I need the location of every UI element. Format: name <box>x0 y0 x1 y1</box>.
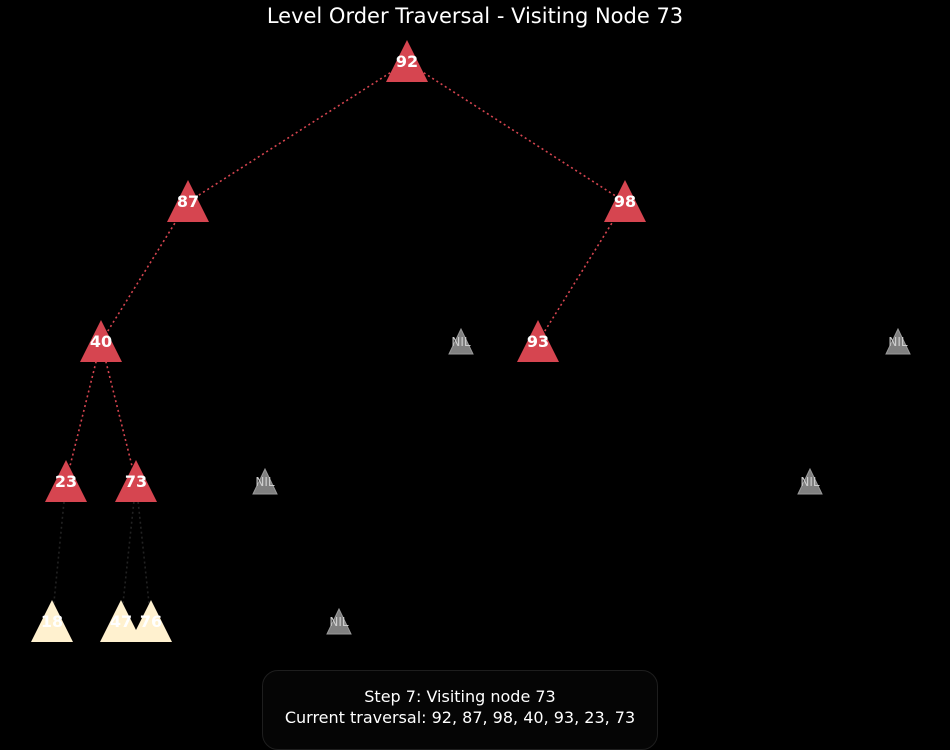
tree-node-n76: 76 <box>130 600 172 642</box>
tree-node-nil3: NIL <box>252 467 278 495</box>
edge-n87-n40 <box>100 201 189 343</box>
node-triangle <box>167 180 209 222</box>
node-triangle <box>797 467 823 495</box>
node-triangle <box>517 320 559 362</box>
node-label: 47 <box>110 612 132 631</box>
edges-layer <box>51 61 626 623</box>
edge-n23-n18 <box>51 481 67 623</box>
tree-node-nil5: NIL <box>326 607 352 635</box>
tree-node-nil1: NIL <box>448 327 474 355</box>
edge-n98-n93 <box>537 201 626 343</box>
status-step-text: Step 7: Visiting node 73 <box>364 687 556 706</box>
node-label: 73 <box>125 472 147 491</box>
node-triangle <box>448 327 474 355</box>
node-label: 98 <box>614 192 636 211</box>
node-triangle <box>885 327 911 355</box>
edge-n40-n23 <box>65 341 102 483</box>
node-label: 76 <box>140 612 162 631</box>
edge-n73-n76 <box>135 481 152 623</box>
tree-node-n47: 47 <box>100 600 142 642</box>
node-label: 40 <box>90 332 112 351</box>
node-label: NIL <box>255 475 275 489</box>
node-label: NIL <box>888 335 908 349</box>
edge-n92-n98 <box>406 61 626 203</box>
tree-node-n87: 87 <box>167 180 209 222</box>
node-label: 23 <box>55 472 77 491</box>
node-triangle <box>80 320 122 362</box>
node-label: NIL <box>800 475 820 489</box>
tree-node-n73: 73 <box>115 460 157 502</box>
node-triangle <box>31 600 73 642</box>
edge-n92-n87 <box>187 61 408 203</box>
tree-node-n18: 18 <box>31 600 73 642</box>
diagram-title: Level Order Traversal - Visiting Node 73 <box>266 4 684 28</box>
tree-node-nil2: NIL <box>885 327 911 355</box>
node-label: 93 <box>527 332 549 351</box>
edge-n40-n73 <box>100 341 137 483</box>
tree-node-nil4: NIL <box>797 467 823 495</box>
node-label: NIL <box>451 335 471 349</box>
node-label: 87 <box>177 192 199 211</box>
node-triangle <box>45 460 87 502</box>
status-box: Step 7: Visiting node 73 Current travers… <box>262 670 658 750</box>
node-triangle <box>100 600 142 642</box>
node-label: NIL <box>329 615 349 629</box>
node-label: 92 <box>396 52 418 71</box>
tree-node-n92: 92 <box>386 40 428 82</box>
node-triangle <box>604 180 646 222</box>
tree-node-n40: 40 <box>80 320 122 362</box>
tree-node-n98: 98 <box>604 180 646 222</box>
node-triangle <box>252 467 278 495</box>
tree-node-n93: 93 <box>517 320 559 362</box>
node-triangle <box>130 600 172 642</box>
node-triangle <box>326 607 352 635</box>
edge-n73-n47 <box>120 481 137 623</box>
node-label: 18 <box>41 612 63 631</box>
tree-node-n23: 23 <box>45 460 87 502</box>
node-triangle <box>386 40 428 82</box>
node-triangle <box>115 460 157 502</box>
status-traversal-text: Current traversal: 92, 87, 98, 40, 93, 2… <box>284 708 636 727</box>
